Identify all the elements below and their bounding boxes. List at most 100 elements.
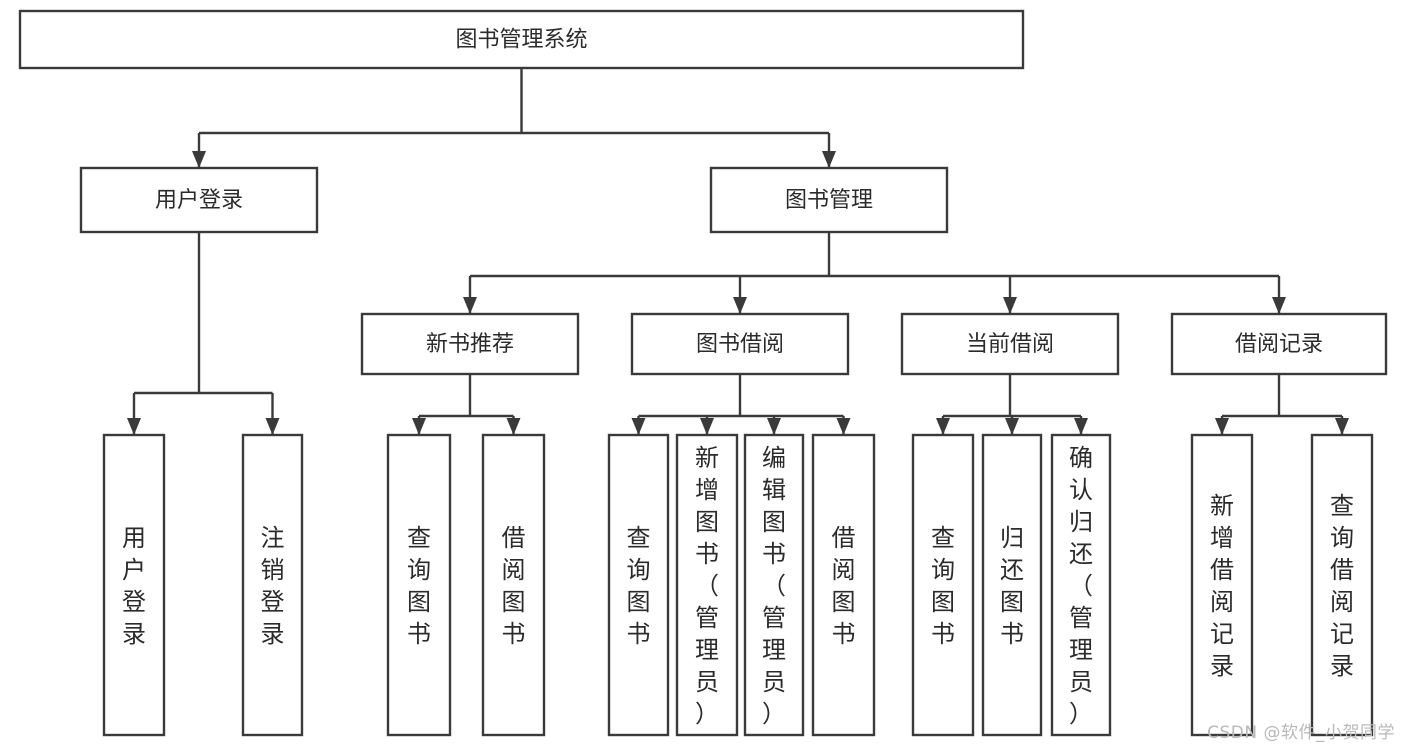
node-label-char: 辑 bbox=[762, 476, 786, 504]
node-label-char: 注 bbox=[261, 524, 285, 552]
node-label-char: 新 bbox=[695, 444, 719, 472]
node-label-char: 询 bbox=[627, 556, 651, 584]
node-label-char: 借 bbox=[1330, 556, 1354, 584]
node-label-char: 录 bbox=[1330, 652, 1354, 680]
node-label-char: （ bbox=[762, 572, 786, 600]
node-book-manage[interactable]: 图书管理 bbox=[709, 166, 949, 234]
node-label-char: 图 bbox=[695, 508, 719, 536]
node-label-char: 确 bbox=[1069, 444, 1093, 472]
node-label-char: 理 bbox=[695, 636, 719, 664]
node-label-char: 还 bbox=[1000, 556, 1024, 584]
node-label: 借阅记录 bbox=[1235, 332, 1323, 357]
node-label-char: 还 bbox=[1069, 540, 1093, 568]
node-label-char: 认 bbox=[1069, 476, 1093, 504]
node-new-book-recommend[interactable]: 新书推荐 bbox=[360, 312, 580, 376]
node-label-char: 书 bbox=[1000, 620, 1024, 648]
node-label-char: 记 bbox=[1210, 620, 1234, 648]
node-label-char: 书 bbox=[931, 620, 955, 648]
node-label-char: 员 bbox=[1069, 668, 1093, 696]
node-label-char: 编 bbox=[762, 444, 786, 472]
node-label: 当前借阅 bbox=[966, 332, 1054, 357]
node-label-char: 询 bbox=[407, 556, 431, 584]
node-label-char: 管 bbox=[1069, 604, 1093, 632]
node-label-char: 查 bbox=[1330, 492, 1354, 520]
node-current-borrow[interactable]: 当前借阅 bbox=[900, 312, 1120, 376]
node-label: 图书管理系统 bbox=[455, 28, 587, 53]
node-label-char: 销 bbox=[261, 556, 285, 584]
node-label-char: 图 bbox=[762, 508, 786, 536]
node-label-char: 书 bbox=[695, 540, 719, 568]
node-leaf-user-login[interactable]: 用户登录 bbox=[102, 433, 166, 737]
node-label-char: 图 bbox=[1000, 588, 1024, 616]
node-label: 图书借阅 bbox=[696, 332, 784, 357]
node-label-char: 录 bbox=[1210, 652, 1234, 680]
node-label-char: 归 bbox=[1069, 508, 1093, 536]
node-label-char: 理 bbox=[1069, 636, 1093, 664]
node-label-char: ） bbox=[1069, 700, 1093, 728]
node-label-char: 阅 bbox=[832, 556, 856, 584]
node-label-char: 借 bbox=[1210, 556, 1234, 584]
node-label: 新书推荐 bbox=[426, 332, 514, 357]
node-boxes: 图书管理系统用户登录图书管理新书推荐图书借阅当前借阅借阅记录用户登录注销登录查询… bbox=[18, 9, 1388, 737]
node-label-char: 登 bbox=[261, 588, 285, 616]
node-label: 图书管理 bbox=[785, 188, 873, 213]
node-user-login[interactable]: 用户登录 bbox=[79, 166, 319, 234]
node-book-borrow[interactable]: 图书借阅 bbox=[630, 312, 850, 376]
node-label-char: 录 bbox=[261, 620, 285, 648]
node-label-char: 员 bbox=[695, 668, 719, 696]
node-label-char: 归 bbox=[1000, 524, 1024, 552]
node-label-char: 询 bbox=[931, 556, 955, 584]
node-label-char: 理 bbox=[762, 636, 786, 664]
node-label-char: 询 bbox=[1330, 524, 1354, 552]
node-label-char: 阅 bbox=[502, 556, 526, 584]
node-label-char: 借 bbox=[502, 524, 526, 552]
node-root-图书管理系统[interactable]: 图书管理系统 bbox=[18, 9, 1025, 70]
node-label-char: ） bbox=[695, 700, 719, 728]
node-label-char: 管 bbox=[762, 604, 786, 632]
node-label-char: 借 bbox=[832, 524, 856, 552]
node-label-char: 新 bbox=[1210, 492, 1234, 520]
node-label-char: 书 bbox=[502, 620, 526, 648]
node-label-char: 图 bbox=[502, 588, 526, 616]
node-label-char: 书 bbox=[762, 540, 786, 568]
node-label-char: 图 bbox=[627, 588, 651, 616]
node-label-char: 户 bbox=[122, 556, 146, 584]
node-label-char: 录 bbox=[122, 620, 146, 648]
node-label-char: 登 bbox=[122, 588, 146, 616]
node-label: 用户登录 bbox=[155, 188, 243, 213]
node-label-char: 书 bbox=[832, 620, 856, 648]
node-label-char: 管 bbox=[695, 604, 719, 632]
node-label-char: 书 bbox=[627, 620, 651, 648]
connector-lines bbox=[127, 68, 1349, 435]
node-label-char: 查 bbox=[931, 524, 955, 552]
node-label-char: ） bbox=[762, 700, 786, 728]
node-label-char: 查 bbox=[627, 524, 651, 552]
node-label-char: 增 bbox=[1210, 524, 1234, 552]
node-label-char: （ bbox=[695, 572, 719, 600]
node-label-char: 记 bbox=[1330, 620, 1354, 648]
node-label-char: 用 bbox=[122, 524, 146, 552]
node-label-char: 图 bbox=[931, 588, 955, 616]
node-label-char: 员 bbox=[762, 668, 786, 696]
node-label-char: 查 bbox=[407, 524, 431, 552]
node-label-char: （ bbox=[1069, 572, 1093, 600]
node-label-char: 阅 bbox=[1330, 588, 1354, 616]
node-borrow-record[interactable]: 借阅记录 bbox=[1170, 312, 1388, 376]
node-label-char: 图 bbox=[407, 588, 431, 616]
node-label-char: 书 bbox=[407, 620, 431, 648]
node-label-char: 增 bbox=[695, 476, 719, 504]
